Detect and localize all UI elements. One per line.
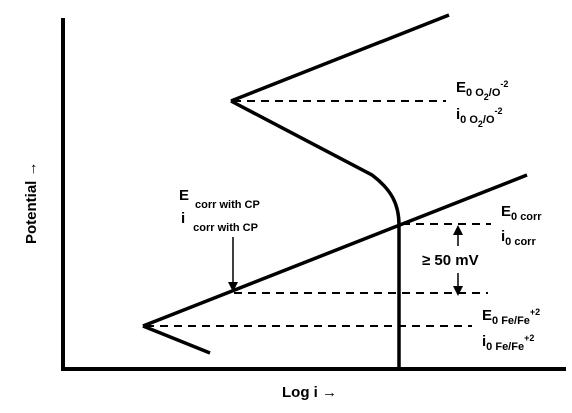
- cp-potential-label: Ecorr with CP: [179, 187, 260, 211]
- o2-current-label: i0 O2/O-2: [456, 106, 503, 129]
- fe-current-label: i0 Fe/Fe+2: [482, 333, 534, 353]
- corr-potential-label: E0 corr: [501, 203, 542, 223]
- x-axis-title: Log i →: [282, 384, 337, 401]
- cp-current-label: icorr with CP: [181, 210, 258, 234]
- y-axis-title: Potential →: [23, 161, 40, 244]
- corr-current-label: i0 corr: [501, 228, 536, 248]
- fe-potential-label: E0 Fe/Fe+2: [482, 307, 540, 327]
- oxygen-anodic-line: [230, 13, 450, 103]
- iron-anodic-line: [142, 173, 528, 328]
- potential-shift-label: ≥ 50 mV: [422, 252, 479, 269]
- iron-cathodic-line: [142, 324, 211, 355]
- o2-potential-label: E0 O2/O-2: [456, 79, 508, 102]
